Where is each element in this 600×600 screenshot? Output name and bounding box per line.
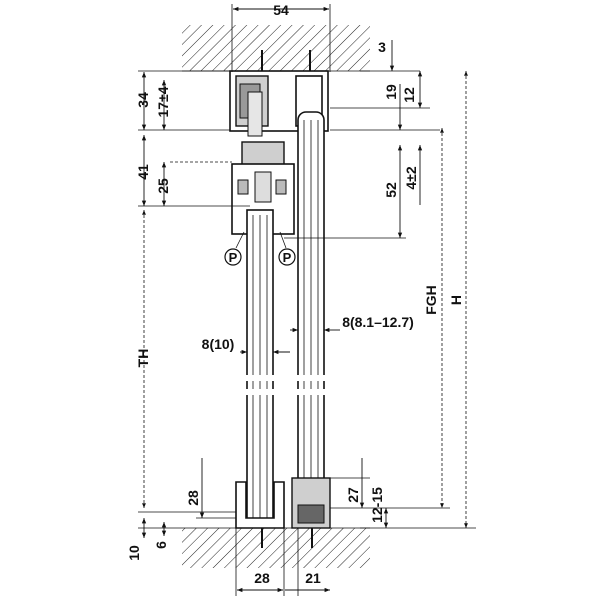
dim-right-4: 4±2	[403, 166, 419, 189]
ceiling-block	[182, 25, 370, 72]
dim-right-fgh: FGH	[423, 285, 439, 315]
p-marker-left: P	[224, 231, 245, 266]
dim-bottom-6: 6	[153, 541, 169, 549]
dim-bottom-12-15: 12-15	[369, 487, 385, 523]
dim-bottom-21: 21	[305, 570, 321, 586]
dim-bottom-28-vertical: 28	[185, 490, 201, 506]
dim-top-width: 54	[273, 2, 289, 18]
dim-right-h: H	[448, 295, 464, 305]
dim-glass-left: 8(10)	[202, 336, 235, 352]
dim-top-12: 12	[401, 87, 417, 103]
dimension-lines	[138, 4, 476, 596]
dim-left-41: 41	[135, 164, 151, 180]
dim-right-52: 52	[383, 182, 399, 198]
dim-left-17: 17±4	[155, 86, 171, 117]
glass-panel-left	[246, 209, 274, 526]
bottom-guide-right	[261, 477, 331, 548]
bottom-guide-left	[235, 481, 285, 529]
p-marker-left-label: P	[229, 250, 238, 265]
dim-glass-right: 8(8.1–12.7)	[342, 314, 414, 330]
dim-bottom-28-horizontal: 28	[254, 570, 270, 586]
dim-left-34: 34	[135, 92, 151, 108]
dim-bottom-10: 10	[126, 545, 142, 561]
floor-block	[182, 527, 370, 568]
dim-top-3: 3	[378, 39, 386, 55]
carriage-assembly	[231, 141, 295, 235]
dim-left-25: 25	[155, 178, 171, 194]
p-marker-right: P	[278, 231, 296, 266]
dim-bottom-27: 27	[345, 487, 361, 503]
glass-panel-right	[297, 111, 325, 513]
p-marker-right-label: P	[283, 250, 292, 265]
dim-top-19: 19	[383, 84, 399, 100]
break-lines	[240, 375, 330, 395]
dim-left-th: TH	[135, 349, 151, 368]
